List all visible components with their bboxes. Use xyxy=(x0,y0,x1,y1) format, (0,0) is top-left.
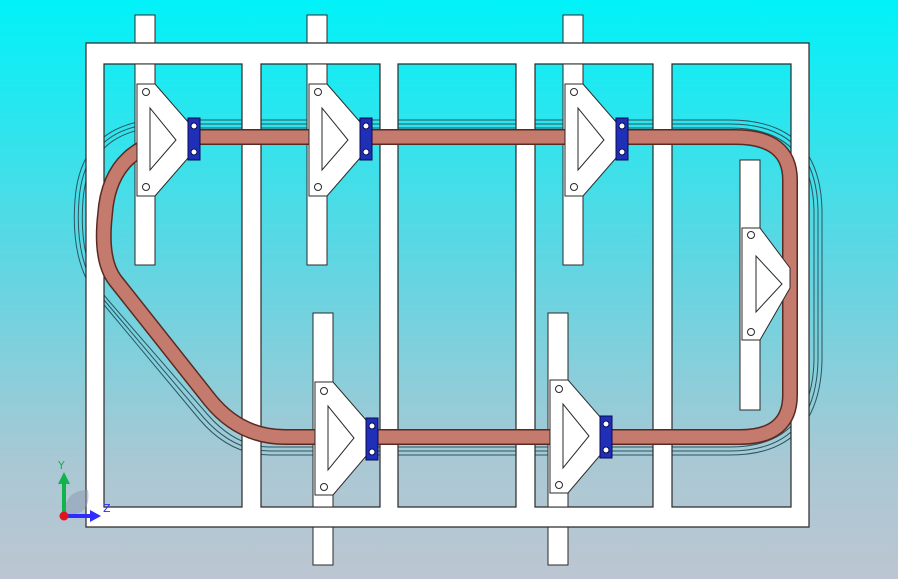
axis-origin-icon xyxy=(59,511,69,521)
guide-rail xyxy=(73,119,823,456)
link-arm-4 xyxy=(314,381,374,496)
link-arm-3 xyxy=(564,83,624,197)
clamp-bolts xyxy=(190,122,626,456)
main-frame[interactable] xyxy=(85,42,810,528)
link-arm-5 xyxy=(549,379,609,494)
axis-y-label: Y xyxy=(58,459,65,472)
clamp-blocks xyxy=(187,117,629,461)
link-arm-1 xyxy=(136,83,196,197)
link-arm-6 xyxy=(741,227,791,341)
axis-z-label: Z xyxy=(103,502,111,515)
link-arm-2 xyxy=(308,83,368,197)
conveyor-belt-surface xyxy=(97,130,797,444)
axis-triad xyxy=(58,472,101,522)
